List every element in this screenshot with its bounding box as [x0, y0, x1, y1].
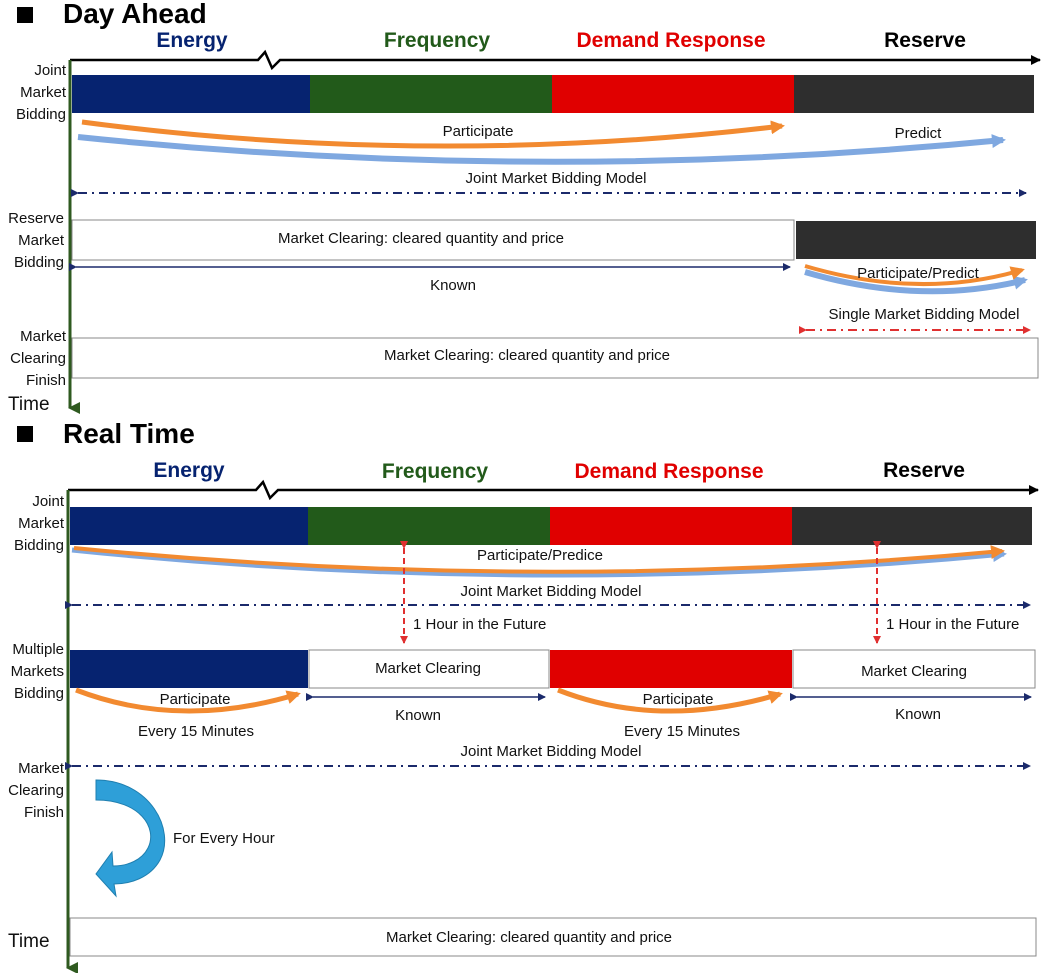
day-ahead-pp-orange-arrow	[804, 264, 1025, 287]
real-time-future-text-2: 1 Hour in the Future	[886, 616, 1020, 633]
square-bullet-icon	[17, 426, 33, 442]
real-time-energy-bar	[70, 507, 308, 545]
day-ahead-energy-bar	[72, 75, 310, 113]
real-time-for-every-hour-text: For Every Hour	[173, 830, 275, 847]
day-ahead-participate-arrow	[81, 119, 785, 149]
real-time-participate-predice-text: Participate/Predice	[477, 547, 603, 564]
day-ahead-reserve-bar	[794, 75, 1034, 113]
real-time-finish-row-label: Market Clearing Finish	[8, 760, 64, 821]
real-time-mm-energy-bar	[70, 650, 308, 688]
curved-cycle-arrow-icon	[95, 779, 166, 898]
real-time-participate-text-1: Participate	[159, 691, 231, 708]
day-ahead-title: Day Ahead	[63, 0, 207, 29]
day-ahead-finish-row-label: Market Clearing Finish	[10, 328, 66, 389]
day-ahead-market-axis	[70, 49, 1041, 71]
day-ahead-participate-text: Participate	[442, 123, 514, 140]
real-time-frequency-label: Frequency	[381, 460, 489, 483]
real-time-time-label: Time	[8, 931, 50, 952]
real-time-clearing-text-2: Market Clearing	[861, 663, 967, 680]
real-time-predice-orange-arrow	[73, 545, 1005, 574]
day-ahead-reserve-label: Reserve	[884, 29, 966, 52]
real-time-final-clearing-box	[69, 917, 1037, 957]
real-time-reserve-bar	[792, 507, 1032, 545]
day-ahead-clearing-text: Market Clearing: cleared quantity and pr…	[278, 230, 564, 247]
real-time-mm-demand-bar	[550, 650, 792, 688]
real-time-known-text-2: Known	[895, 706, 941, 723]
real-time-joint-model-text-1: Joint Market Bidding Model	[460, 583, 642, 600]
real-time-energy-label: Energy	[153, 459, 225, 482]
real-time-market-axis	[68, 479, 1039, 501]
day-ahead-predict-text: Predict	[894, 125, 942, 142]
real-time-joint-model-text-2: Joint Market Bidding Model	[460, 743, 642, 760]
real-time-future-text-1: 1 Hour in the Future	[413, 616, 547, 633]
real-time-mm-clearing-box-2	[792, 649, 1036, 689]
day-ahead-energy-label: Energy	[156, 29, 228, 52]
day-ahead-participate-predict-text: Participate/Predict	[857, 265, 979, 282]
day-ahead-final-clearing-text: Market Clearing: cleared quantity and pr…	[384, 347, 670, 364]
day-ahead-demand-response-bar	[552, 75, 794, 113]
real-time-every-15-text-2: Every 15 Minutes	[624, 723, 740, 740]
day-ahead-frequency-label: Frequency	[383, 29, 491, 52]
day-ahead-demand-response-label: Demand Response	[576, 29, 766, 52]
real-time-demand-response-bar	[550, 507, 792, 545]
real-time-frequency-bar	[308, 507, 550, 545]
day-ahead-reserve-row-label: Reserve Market Bidding	[8, 210, 64, 271]
day-ahead-time-label: Time	[8, 394, 50, 415]
real-time-participate-arrow-2	[557, 687, 783, 714]
day-ahead-clearing-box	[71, 219, 795, 261]
day-ahead-known-text: Known	[430, 277, 476, 294]
day-ahead-final-clearing-box	[71, 337, 1039, 379]
real-time-reserve-label: Reserve	[883, 459, 965, 482]
real-time-known-text-1: Known	[395, 707, 441, 724]
real-time-final-clearing-text: Market Clearing: cleared quantity and pr…	[386, 929, 672, 946]
real-time-every-15-text-1: Every 15 Minutes	[138, 723, 254, 740]
real-time-mm-clearing-box-1	[308, 649, 550, 689]
square-bullet-icon	[17, 7, 33, 23]
day-ahead-pp-blue-arrow	[804, 269, 1028, 295]
day-ahead-predict-arrow	[77, 134, 1006, 165]
real-time-demand-response-label: Demand Response	[574, 460, 764, 483]
real-time-participate-text-2: Participate	[642, 691, 714, 708]
real-time-participate-arrow-1	[75, 687, 301, 714]
day-ahead-frequency-bar	[310, 75, 552, 113]
real-time-clearing-text-1: Market Clearing	[375, 660, 481, 677]
real-time-joint-row-label: Joint Market Bidding	[13, 493, 64, 554]
day-ahead-joint-row-label: Joint Market Bidding	[15, 62, 66, 123]
day-ahead-joint-model-text: Joint Market Bidding Model	[465, 170, 647, 187]
real-time-predice-blue-arrow	[71, 547, 1007, 578]
real-time-title: Real Time	[63, 418, 195, 449]
day-ahead-single-model-text: Single Market Bidding Model	[828, 306, 1020, 323]
day-ahead-reserve-bar-2	[796, 221, 1036, 259]
real-time-multiple-row-label: Multiple Markets Bidding	[10, 641, 64, 702]
